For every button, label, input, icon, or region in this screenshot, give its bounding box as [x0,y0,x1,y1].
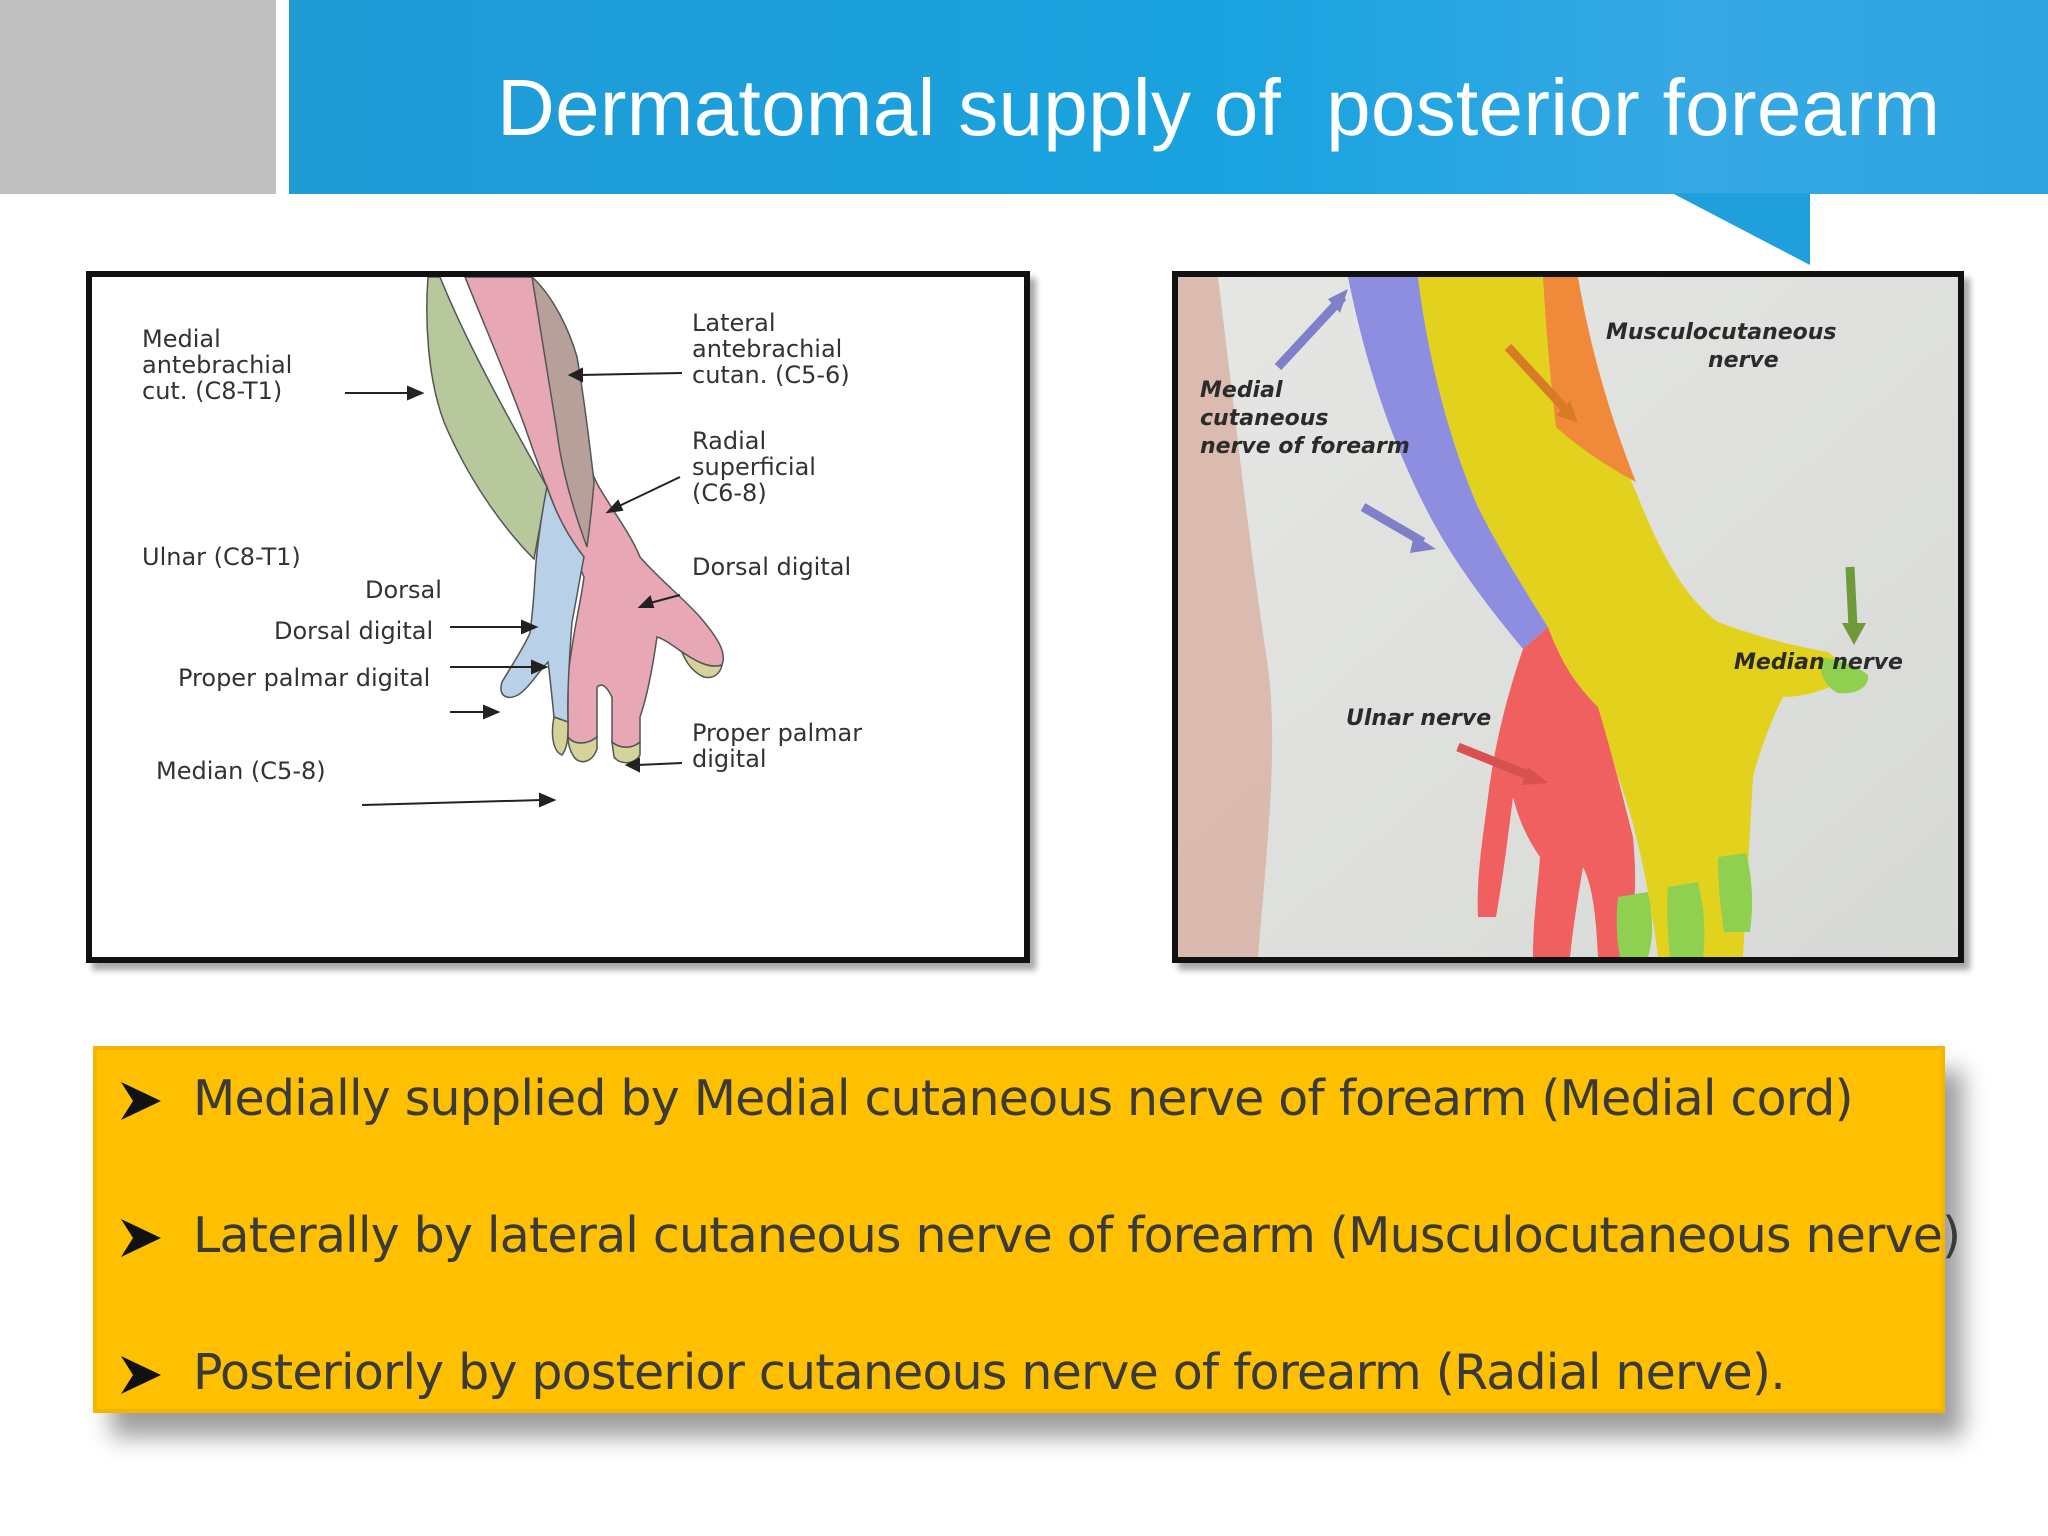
median-fingertip-2 [567,734,598,763]
medial-antebrachial-region [426,277,548,561]
arrowhead-bullet-icon [121,1356,161,1394]
label-radial-2: superficial [692,453,816,481]
left-dermatome-diagram: Medial antebrachial cut. (C8-T1) Lateral… [86,271,1030,963]
label-medial-1: Medial [1200,378,1283,403]
bullet-item: Laterally by lateral cutaneous nerve of … [97,1207,1961,1287]
label-lateral-3: cutan. (C5-6) [692,361,850,389]
medial-cutaneous-region [1348,277,1548,649]
header-grey-block [0,0,276,194]
arrowhead-bullet-icon [121,1219,161,1257]
median-thumb-tip [1818,657,1869,694]
ulnar-region [1477,627,1636,957]
arrowhead-bullet-icon [121,1082,161,1120]
left-diagram-arrows [345,367,683,808]
label-radial-3: (C6-8) [692,479,767,507]
label-dorsal-digital-left: Dorsal digital [274,617,433,645]
bullet-item: Posteriorly by posterior cutaneous nerve… [97,1344,1949,1424]
label-musculocutaneous-2: nerve [1708,348,1779,373]
bullet-text: Medially supplied by Medial cutaneous ne… [193,1070,1854,1127]
label-proper-palmar-1: Proper palmar [692,719,862,747]
label-dorsal: Dorsal [365,576,442,604]
background-arm [1178,277,1273,957]
bullet-text: Posteriorly by posterior cutaneous nerve… [193,1344,1786,1401]
label-musculocutaneous-1: Musculocutaneous [1606,320,1837,345]
label-medial-3: nerve of forearm [1200,434,1410,459]
label-median: Median (C5-8) [156,757,326,785]
radial-region [1418,277,1853,957]
label-median-nerve: Median nerve [1734,650,1903,675]
median-thumb-tip [680,650,723,679]
label-medial-2: antebrachial [142,351,292,379]
label-lateral-2: antebrachial [692,335,842,363]
label-medial-1: Medial [142,325,221,353]
median-fingertip-3 [1718,853,1753,932]
summary-box: Medially supplied by Medial cutaneous ne… [93,1046,1961,1413]
slide-title: Dermatomal supply of posterior forearm [497,63,1941,152]
musculocutaneous-region [1543,277,1636,482]
lateral-antebrachial-region [531,277,595,548]
bullet-item: Medially supplied by Medial cutaneous ne… [97,1070,1949,1150]
median-fingertip-1 [1616,892,1653,957]
label-lateral-1: Lateral [692,309,776,337]
median-fingertip-2 [1667,882,1705,957]
title-band-pointer [1672,193,1810,265]
title-band [289,0,2048,194]
bullet-text: Laterally by lateral cutaneous nerve of … [193,1207,1961,1264]
median-fingertip-3 [610,740,641,764]
left-diagram-svg: Medial antebrachial cut. (C8-T1) Lateral… [142,277,862,808]
label-proper-palmar-2: digital [692,745,767,773]
label-radial-1: Radial [692,427,766,455]
right-illustration-arrows [1274,289,1866,785]
label-dorsal-digital-right: Dorsal digital [692,553,851,581]
label-proper-palmar-digital: Proper palmar digital [178,664,430,692]
label-medial-3: cut. (C8-T1) [142,377,282,405]
median-fingertip-1 [551,716,569,756]
right-nerve-illustration: Musculocutaneous nerve Medial cutaneous … [1172,271,1964,963]
right-illustration-svg: Musculocutaneous nerve Medial cutaneous … [1178,277,1958,957]
label-ulnar-nerve: Ulnar nerve [1346,706,1491,731]
label-medial-2: cutaneous [1200,406,1329,431]
label-ulnar: Ulnar (C8-T1) [142,543,301,571]
